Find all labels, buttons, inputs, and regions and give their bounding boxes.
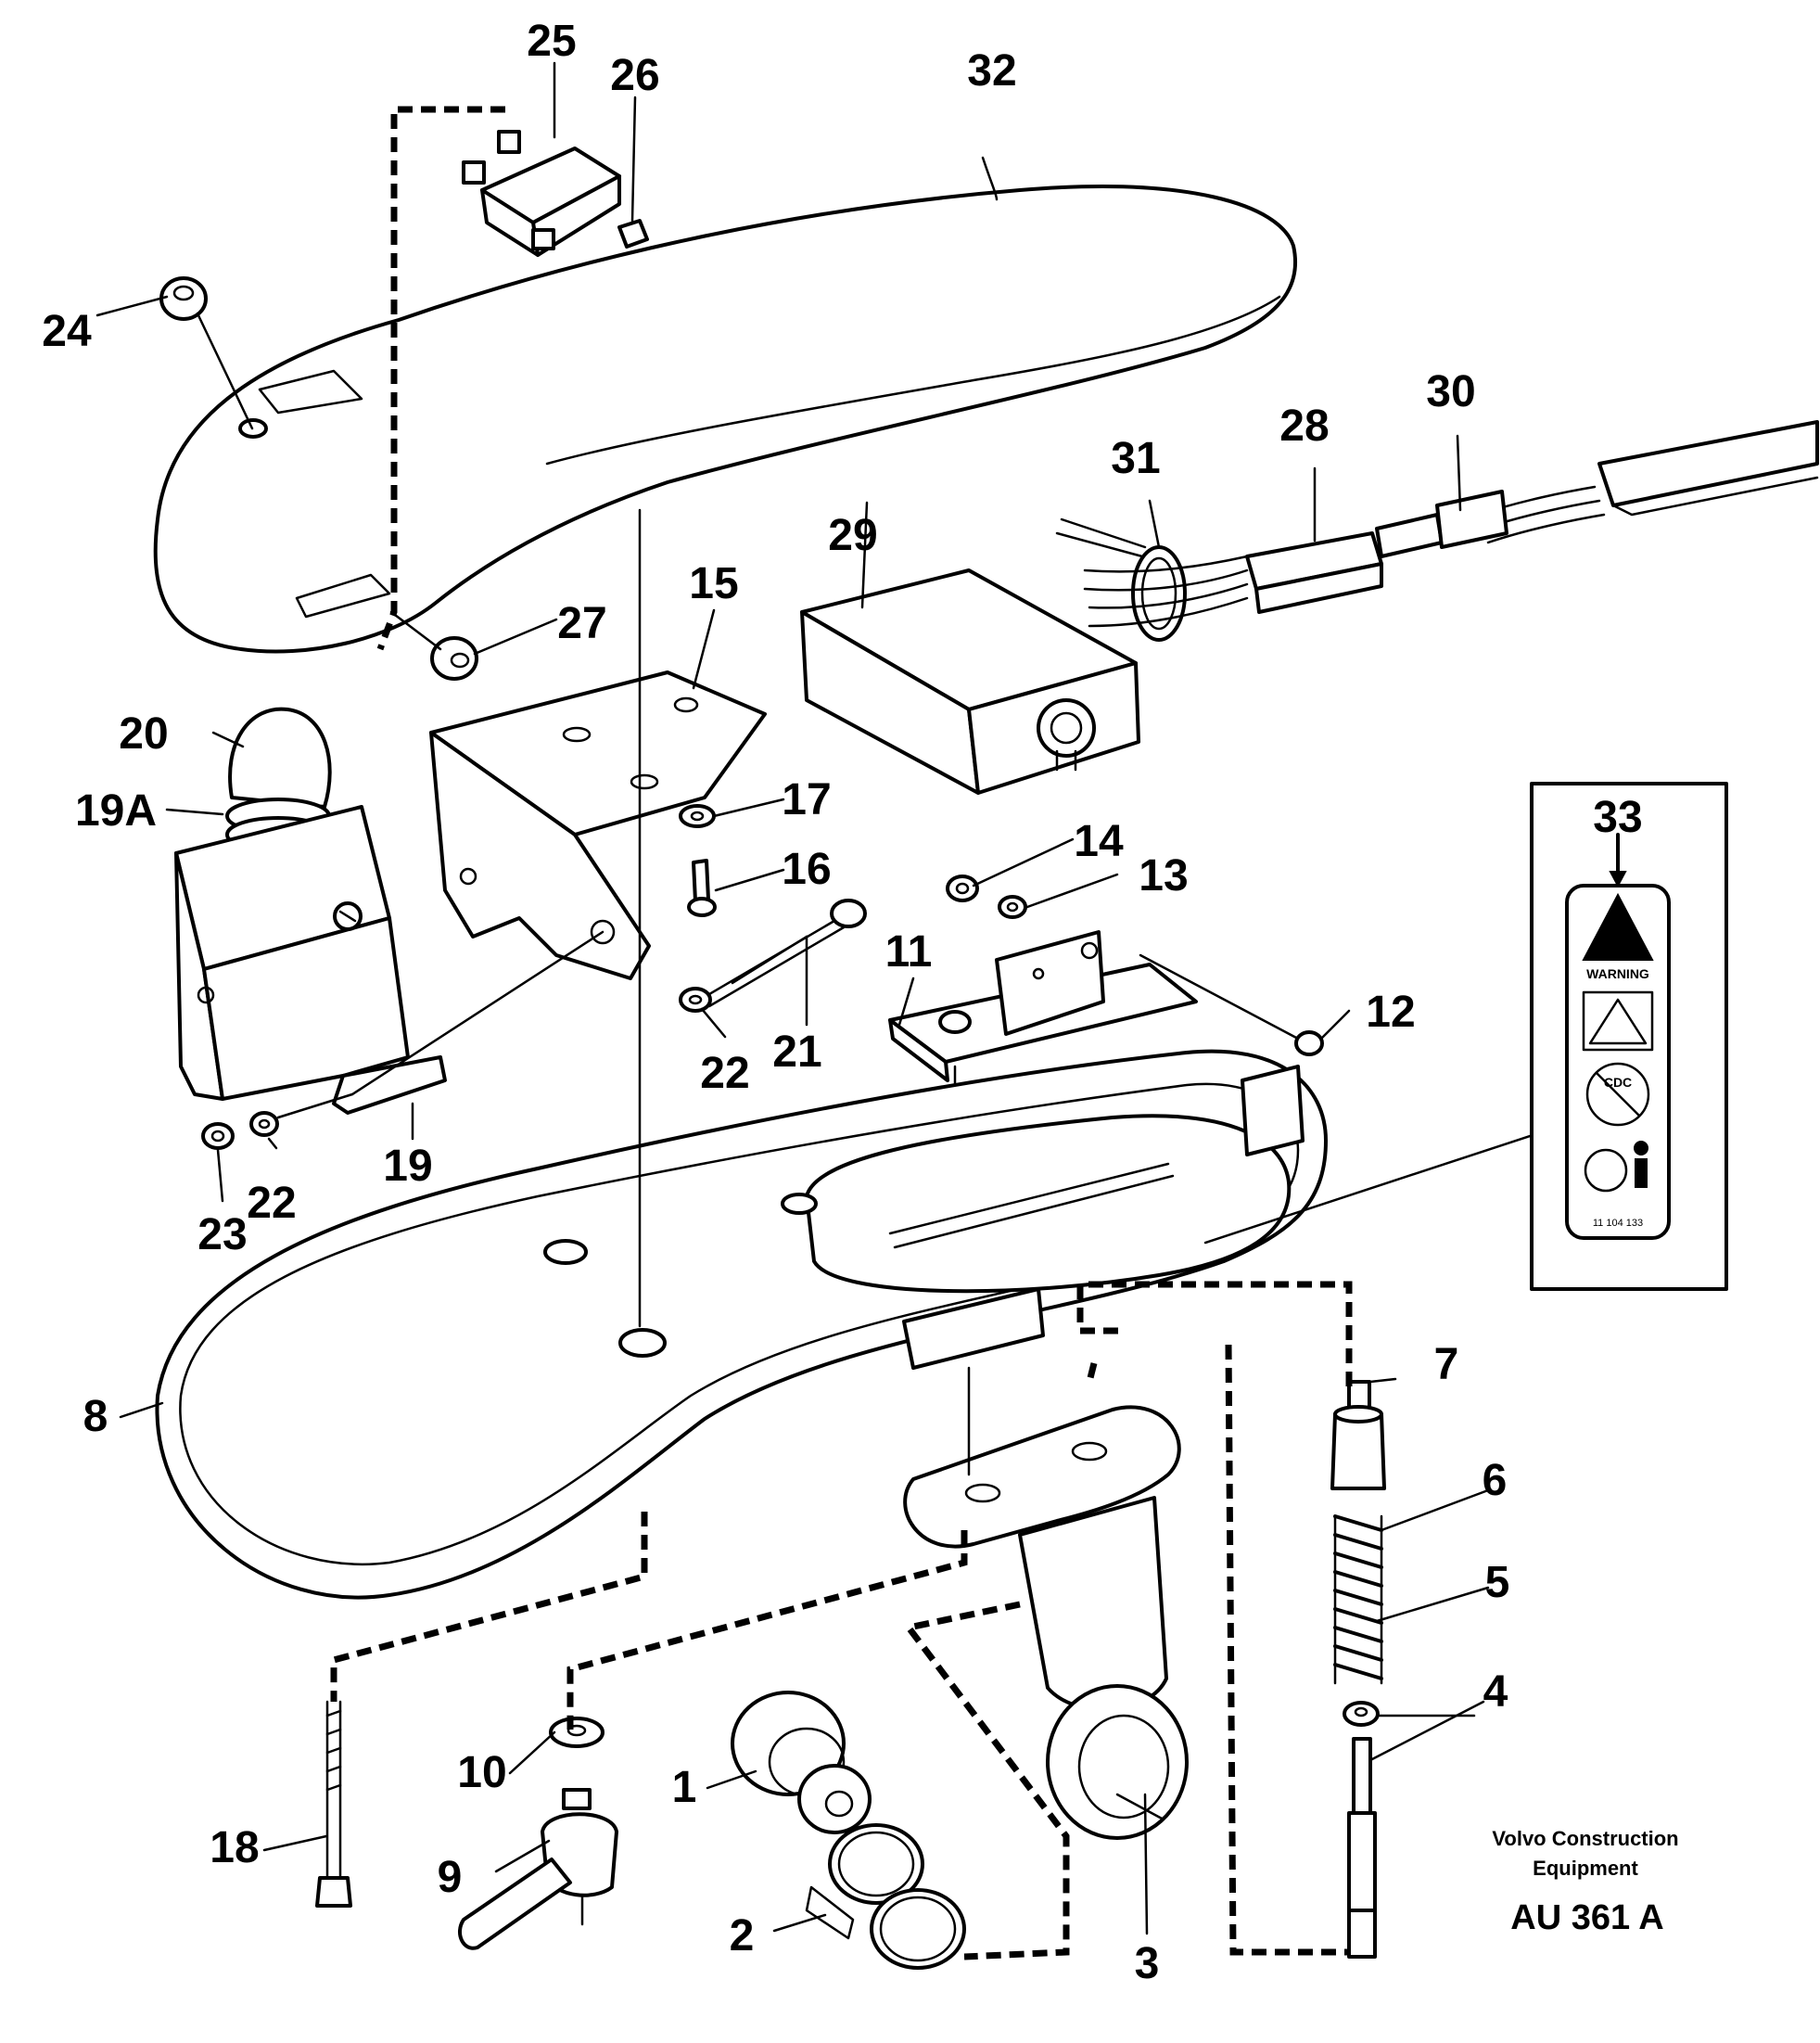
screw-part-12 xyxy=(1139,953,1324,1056)
drawing-footer: Volvo Construction Equipment AU 361 A xyxy=(1492,1827,1678,1937)
label-8: 8 xyxy=(83,1392,108,1441)
bracket-part-15 xyxy=(429,670,767,980)
o-ring-part-2 xyxy=(805,1823,966,1970)
label-22-left: 22 xyxy=(247,1179,296,1228)
label-5: 5 xyxy=(1485,1558,1510,1607)
label-27: 27 xyxy=(557,599,606,648)
callout-leader-lines xyxy=(95,61,1490,1935)
label-11: 11 xyxy=(885,927,933,977)
label-28: 28 xyxy=(1279,402,1329,451)
label-2: 2 xyxy=(730,1911,755,1960)
washer-part-22-right xyxy=(679,987,712,1013)
label-3: 3 xyxy=(1135,1939,1160,1988)
washer-part-5 xyxy=(1343,1701,1380,1727)
label-16: 16 xyxy=(782,845,831,894)
label-6: 6 xyxy=(1483,1456,1508,1505)
label-32: 32 xyxy=(967,46,1016,96)
label-25: 25 xyxy=(527,17,576,66)
nut-part-27 xyxy=(389,610,478,681)
washer-part-13 xyxy=(998,895,1027,919)
label-31: 31 xyxy=(1111,434,1160,483)
label-4: 4 xyxy=(1483,1667,1508,1717)
control-box-part-29 xyxy=(800,568,1140,795)
bolt-part-21 xyxy=(703,899,867,1008)
label-21: 21 xyxy=(772,1028,821,1077)
assembly-guide-lines xyxy=(330,106,1532,1960)
label-19: 19 xyxy=(383,1142,432,1191)
nut-part-14 xyxy=(946,875,979,902)
label-1: 1 xyxy=(672,1763,697,1812)
warning-decal-panel-part-33: WARNING CDC 11 104 133 xyxy=(1530,782,1728,1291)
label-17: 17 xyxy=(782,775,831,824)
connector-part-28 xyxy=(1245,531,1383,614)
label-19a: 19A xyxy=(75,786,157,836)
decal-symbol-text: CDC xyxy=(1604,1075,1632,1090)
washer-part-10 xyxy=(549,1717,605,1748)
label-12: 12 xyxy=(1366,988,1415,1037)
washer-part-22-left xyxy=(249,1092,354,1137)
bolt-part-18 xyxy=(315,1700,352,1908)
label-15: 15 xyxy=(689,559,738,608)
nut-part-23 xyxy=(201,1122,235,1150)
mounting-plate-part-11 xyxy=(888,930,1198,1124)
label-30: 30 xyxy=(1426,367,1475,416)
label-9: 9 xyxy=(438,1853,463,1902)
label-23: 23 xyxy=(197,1210,247,1259)
decal-part-number: 11 104 133 xyxy=(1593,1218,1643,1229)
label-13: 13 xyxy=(1139,851,1188,900)
lever-part-9 xyxy=(458,1788,618,1950)
cable-tie-part-31 xyxy=(1055,517,1187,642)
label-20: 20 xyxy=(119,709,168,759)
pin-part-4 xyxy=(1347,1737,1377,1959)
label-29: 29 xyxy=(828,511,877,560)
label-10: 10 xyxy=(457,1748,506,1797)
rocker-switch-part-25 xyxy=(462,130,621,257)
bushing-part-7 xyxy=(1330,1380,1386,1490)
screw-part-16 xyxy=(687,859,717,917)
label-33: 33 xyxy=(1593,793,1642,842)
label-7: 7 xyxy=(1434,1340,1459,1389)
label-26: 26 xyxy=(610,51,659,100)
label-24: 24 xyxy=(42,307,92,356)
joystick-knob-part-20 xyxy=(228,707,332,809)
base-tray-part-8 xyxy=(155,1049,1328,1600)
spring-part-6 xyxy=(1333,1514,1383,1685)
callout-labels: 25 26 32 24 27 28 30 31 29 15 20 19A 17 … xyxy=(42,17,1642,1988)
label-18: 18 xyxy=(210,1823,259,1872)
brand-line-1: Volvo Construction xyxy=(1492,1827,1678,1850)
label-14: 14 xyxy=(1074,817,1124,866)
washer-part-17 xyxy=(679,804,716,828)
decal-warning-text: WARNING xyxy=(1586,966,1649,981)
connector-part-30 xyxy=(1375,490,1508,558)
label-22-right: 22 xyxy=(700,1049,749,1098)
joystick-housing-part-19 xyxy=(174,805,447,1115)
brand-line-2: Equipment xyxy=(1533,1857,1638,1880)
drawing-code: AU 361 A xyxy=(1510,1898,1663,1937)
adjust-knob-part-1 xyxy=(731,1691,872,1834)
support-column-part-3 xyxy=(903,1405,1189,1840)
cap-part-26 xyxy=(617,219,649,249)
